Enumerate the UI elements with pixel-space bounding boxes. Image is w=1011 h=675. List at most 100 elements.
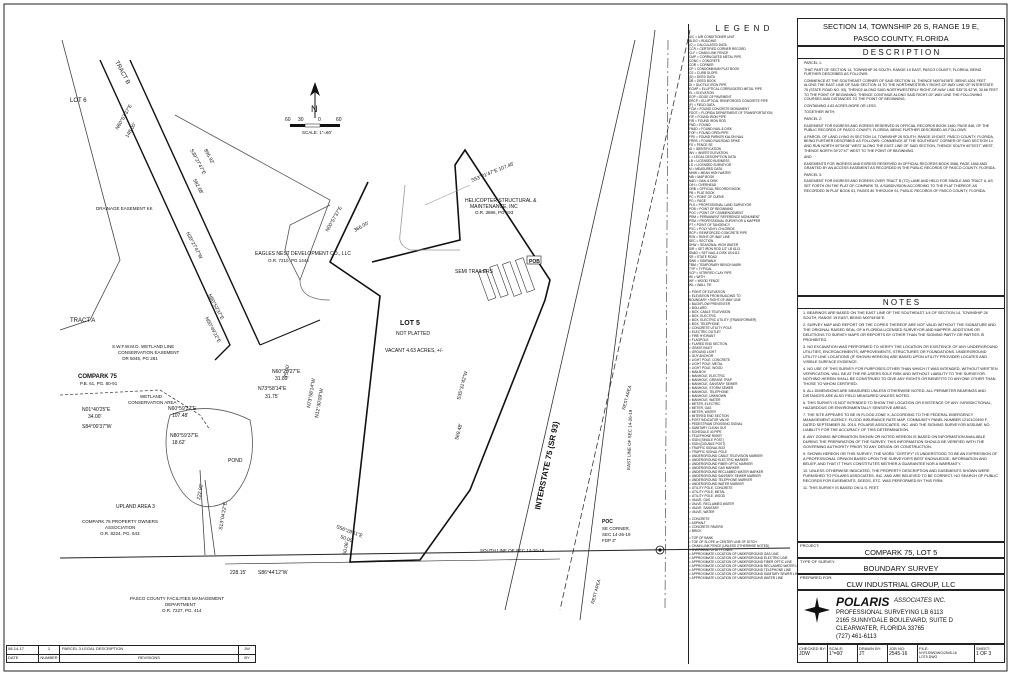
legend-item: FCM = FOUND CONCRETE MONUMENT [689, 107, 750, 111]
legend-item: CCR = CERTIFIED CORNER RECORD [689, 47, 746, 51]
bearing: N01°40'25"E [82, 407, 111, 413]
legend-item: VCP = VITRIFIED CLAY PIPE [689, 271, 732, 275]
description-text: PARCEL 1:THAT PART OF SECTION 14, TOWNSH… [798, 59, 1004, 197]
access-strip-west [99, 59, 231, 361]
legend-item: CS = CURB SLOPE [689, 71, 718, 75]
legend-item: SHW = SEASONAL HIGH WATER [689, 243, 739, 247]
legend-item: FPK = FOUND PARKER KALON NAIL [689, 135, 744, 139]
poc-label: POC [602, 519, 613, 525]
bearing: N73°58'14"W [306, 378, 317, 409]
legend-item: MHW = MEAN HIGH WATER [689, 171, 731, 175]
legend-hatch-list: = CONCRETE= ASPHALT= CONCRETE PAVERS= BR… [689, 517, 797, 533]
note-item: 3. NO EXCAVATION WAS PERFORMED TO VERIFY… [803, 345, 998, 364]
note-item: 2. SURVEY MAP AND REPORT OR THE COPIES T… [803, 323, 996, 342]
legend-item: PSM = PROFESSIONAL SURVEYOR & MAPPER [689, 219, 761, 223]
legend-item: DB = DEED BOOK [689, 79, 717, 83]
bearing: N80°59'37"E [170, 433, 199, 439]
distance: 50.06' [342, 541, 350, 555]
legend-item: WF = WOOD FENCE [689, 279, 720, 283]
legend-symbol-item: = LIGHT POLE, WOOD [689, 366, 723, 370]
description-paragraph: EASEMENT FOR INGRESS AND EGRESS RESERVED… [804, 123, 990, 133]
drainage-label: DRAINAGE EASEMENT KK [96, 206, 153, 211]
legend-hatch-item: = BRICK [689, 529, 702, 533]
legend-item: SIR = SET IRON ROD 1/2" LB 6113 [689, 247, 740, 251]
heli2-label: MAINTENANCE, INC [470, 204, 518, 210]
heli-label: HELICOPTER STRUCTURAL & [465, 198, 537, 204]
legend-item: FRRS = FOUND RAILROAD SPIKE [689, 139, 741, 143]
legend-line-item: = APPROXIMATE LOCATION OF UNDERGROUND TE… [689, 568, 792, 572]
legend-line-item: = APPROXIMATE LOCATION OF UNDERGROUND RE… [689, 564, 797, 568]
scale-cell: SCALE:1"=60' [828, 645, 858, 662]
legend-symbol-item: = TRAFFIC SIGNAL POLE [689, 450, 727, 454]
legend-symbol-item: = TRAFFIC SIGNAL BOX [689, 446, 726, 450]
bearing: S53°21'47"E 107.46' [471, 161, 516, 184]
legend-symbol-item: = MITERED END SECTION [689, 414, 729, 418]
legend-symbol-list: = POINT OF ELEVATION= ELEVATION FROM BUI… [689, 290, 797, 514]
legend-item: EL = ELEVATION [689, 91, 714, 95]
legend-symbol-item: = METER, WATER [689, 410, 716, 414]
legend-item: PG = PAGE [689, 199, 706, 203]
legend-item: SWK = SIDEWALK [689, 259, 717, 263]
semi-trailers [477, 257, 535, 301]
legend-symbol-item: = SCHEDULE 40 PIPE [689, 430, 722, 434]
note-item: 5. ALL DIMENSIONS ARE MEASURED UNLESS OT… [803, 389, 986, 398]
legend-symbol-item: = MANHOLE, TELEPHONE [689, 390, 729, 394]
scale-text: SCALE: 1"=60' [302, 130, 332, 135]
revision-header-row: DATE NUMBER REVISIONS BY [7, 655, 255, 663]
legend-symbol-item: = SIGN (SINGLE POST) [689, 438, 724, 442]
survey-type-label: TYPE OF SURVEY: [800, 559, 836, 564]
legend-hatch-item: = CONCRETE PAVERS [689, 525, 723, 529]
tract-line [59, 39, 121, 331]
distance: 228.15' [230, 570, 246, 576]
legend-symbol-item: = MANHOLE, SANITARY SEWER [689, 382, 738, 386]
strip-tie [259, 319, 321, 346]
north-label: N [311, 104, 318, 114]
legend-symbol-item: = UNDERGROUND CABLE TELEVISION MARKER [689, 454, 763, 458]
description-paragraph: PARCEL 2: [804, 116, 822, 121]
legend-symbol-item: = UNDERGROUND WATER MARKER [689, 482, 744, 486]
project-label: PROJECT: [800, 543, 820, 548]
legend-item: LB = LICENSED BUSINESS [689, 159, 730, 163]
scale-bar-icon [290, 123, 340, 128]
legend-line-item: = APPROXIMATE LOCATION OF UNDERGROUND WA… [689, 576, 784, 580]
legend-symbol-item: = BOX, ELECTRIC [689, 314, 717, 318]
legend-symbol-item: = SIGN (DOUBLE POST) [689, 442, 726, 446]
legend-item: CMP = CORRUGATED METAL PIPE [689, 55, 742, 59]
tract-a-label: TRACT A [70, 318, 95, 324]
legend-item: FN&D = FOUND NAIL & DISK [689, 127, 732, 131]
vacant-label: VACANT 4.63 ACRES, +/- [385, 348, 443, 354]
bearing: N12°30'09"W [314, 388, 325, 419]
legend-item: WL = WALL TIE [689, 283, 712, 287]
legend-item: N&D = NAIL & DISK [689, 179, 718, 183]
wetland2-label: CONSERVATION EASEMENT [118, 350, 180, 355]
facilities2-label: DEPARTMENT [165, 602, 196, 607]
legend-symbol-item: = MANHOLE, GREASE TRAP [689, 378, 732, 382]
file-cell: FILE:N:\PLSW\DWG\2545-16 LOT5.DWG [918, 645, 975, 662]
lot5-boundary [328, 148, 551, 563]
job-no-cell: JOB NO:2545-16 [888, 645, 918, 662]
legend-symbol-item: = VALVE, SANITARY [689, 506, 719, 510]
firm-name: POLARIS [836, 595, 890, 609]
survey-type-box: TYPE OF SURVEY: BOUNDARY SURVEY [797, 558, 1005, 574]
county-line: PASCO COUNTY, FLORIDA [853, 34, 949, 43]
legend-item: (F) = FIELD DATA [689, 103, 715, 107]
legend-item: PVC = POLY VINYL CHLORIDE [689, 227, 735, 231]
legend-item: POB = POINT OF BEGINNING [689, 207, 734, 211]
description-paragraph: THAT PART OF SECTION 14, TOWNSHIP 26 SOU… [804, 67, 982, 77]
distance: 31.75' [265, 394, 279, 400]
legend-line-item: = OVERHEAD UTILITY LINES [689, 548, 733, 552]
legend-item: COR = CORNER [689, 63, 714, 67]
bearing: S35°31'42"W [456, 370, 469, 400]
legend-symbol-item: = BOLLARD [689, 306, 707, 310]
distance: 50.00' [339, 534, 354, 544]
poc3-label: SEC 14-26-19 [602, 532, 631, 537]
legend-symbol-item: = UNDERGROUND FIBER OPTIC MARKER [689, 462, 753, 466]
legend-item: SEC = SECTION [689, 239, 714, 243]
description-paragraph: EASEMENT FOR INGRESS AND EGRESS OVER TRA… [804, 179, 993, 193]
scale-tick: 60 [336, 117, 342, 123]
legend-symbol-item: = PEDESTRIAN CROSSING SIGNAL [689, 422, 743, 426]
wetland-cons-label: WETLAND [140, 394, 163, 399]
gravel-drive [399, 184, 460, 251]
